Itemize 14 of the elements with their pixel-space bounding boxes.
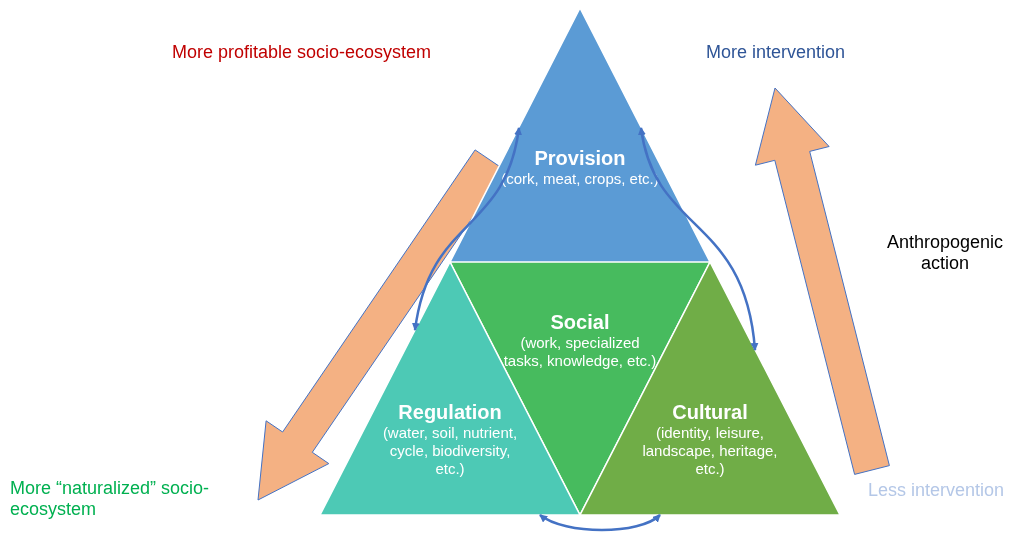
curved-arrow [638, 127, 759, 351]
annotation-text: More intervention [706, 42, 847, 63]
annotation-text: Less intervention [868, 480, 1006, 501]
annotation-text: Anthropogenic action [885, 232, 1005, 274]
curved-arrow [412, 127, 522, 331]
category-heading: Cultural [671, 400, 749, 424]
category-heading: Regulation [397, 400, 503, 424]
category-heading: Provision [533, 146, 627, 170]
category-examples: (identity, leisure, landscape, heritage, etc.) [641, 424, 779, 478]
category-heading: Social [549, 310, 611, 334]
annotation-text: More profitable socio-ecosystem [172, 42, 433, 63]
category-examples: (water, soil, nutrient, cycle, biodiversity, etc.) [381, 424, 519, 478]
category-examples: (work, specialized tasks, knowledge, etc.) [502, 334, 658, 370]
annotation-text: More “naturalized” socio-ecosystem [10, 478, 211, 520]
